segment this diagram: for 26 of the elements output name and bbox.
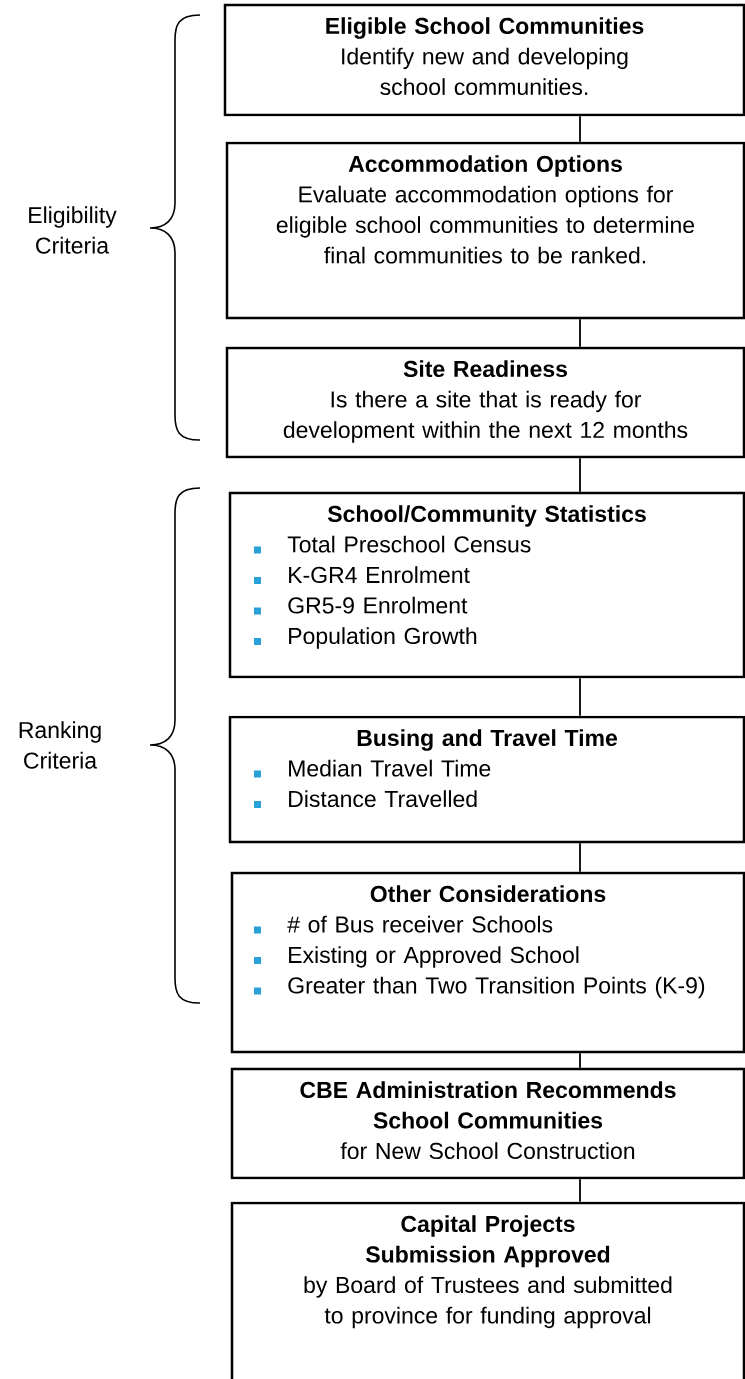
connector-line — [579, 318, 581, 348]
list-item: K-GR4 Enrolment — [289, 566, 470, 584]
list-item: Distance Travelled — [289, 790, 477, 808]
list-item: GR5-9 Enrolment — [288, 596, 468, 614]
process-box: Capital Projects Submission Approved by Board of Trustees and submitted to province for funding approval — [230, 1201, 745, 1379]
process-box: Busing and Travel Time Median Travel Time Distance Travelled — [228, 715, 745, 844]
connector-line — [579, 1178, 581, 1203]
list-item: Total Preschool Census — [287, 535, 531, 553]
connector-line — [579, 842, 581, 873]
process-box: Eligible School Communities Identify new and developing school communities. — [223, 3, 745, 117]
connector-line — [579, 1052, 581, 1069]
process-box: Site Readiness Is there a site that is ready for development within the next 12 months — [225, 346, 745, 459]
list-item: # of Bus receiver Schools — [287, 915, 553, 933]
connector-line — [579, 677, 581, 717]
list-item: Greater than Two Transition Points (K-9) — [288, 976, 705, 999]
connector-line — [579, 457, 581, 493]
side-label: Eligibility Criteria — [29, 206, 117, 254]
list-item: Existing or Approved School — [289, 946, 579, 968]
side-label: Ranking Criteria — [19, 721, 101, 769]
connector-line — [579, 115, 581, 143]
process-box: School/Community Statistics Total Preschool Census K-GR4 Enrolment GR5-9 Enrolment Population Growth — [228, 491, 745, 679]
process-box: Accommodation Options Evaluate accommodation options for eligible school communities to determine final communities to be ranked. — [225, 141, 745, 320]
process-box: CBE Administration Recommends School Communities for New School Construction — [230, 1067, 745, 1180]
list-item: Median Travel Time — [289, 759, 491, 777]
process-box: Other Considerations # of Bus receiver Schools Existing or Approved School Greater than Two Transition Points (K-9) — [230, 871, 745, 1054]
list-item: Population Growth — [289, 627, 477, 649]
